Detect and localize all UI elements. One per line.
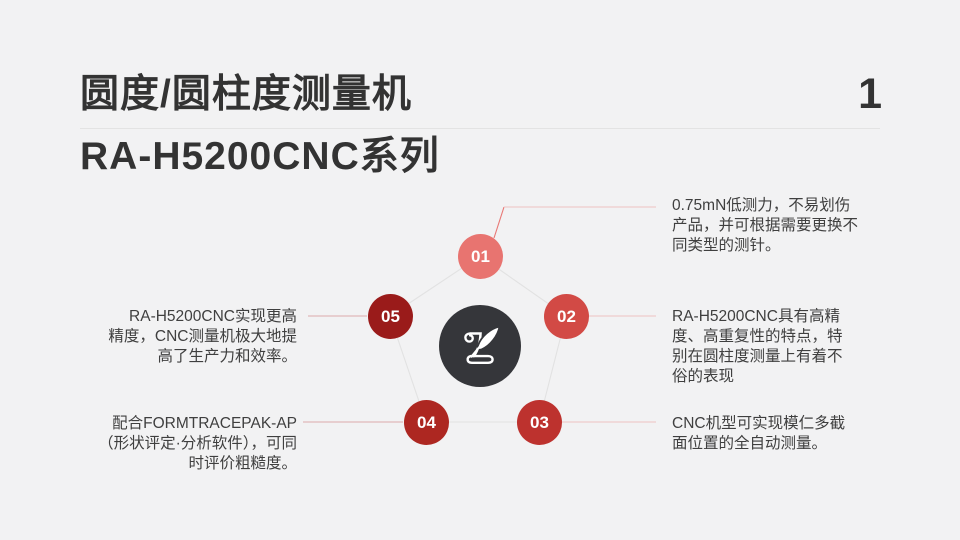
page-title: 圆度/圆柱度测量机 RA-H5200CNC系列 [80,64,440,188]
diagram-node-03: 03 [517,400,562,445]
connector-01-diagonal [493,206,505,239]
node-05-label: 05 [381,306,400,326]
callout-right-2: RA-H5200CNC具有高精 度、高重复性的特点，特 别在圆柱度测量上有着不 … [672,308,843,385]
title-divider [80,128,880,129]
diagram-node-05: 05 [368,294,413,339]
callout-left-2: 配合FORMTRACEPAK-AP （形状评定·分析软件），可同 时评价粗糙度。 [98,415,297,472]
page-title-line2: RA-H5200CNC系列 [80,135,440,178]
page-number: 1 [858,70,882,118]
callout-right-3: CNC机型可实现模仁多截 面位置的全自动测量。 [672,415,846,452]
node-03-label: 03 [530,412,549,432]
quill-pen-icon [464,325,501,364]
callout-right-1: 0.75mN低测力，不易划伤 产品，并可根据需要更换不 同类型的测针。 [672,197,859,254]
node-04-label: 04 [417,412,436,432]
diagram-center [439,305,521,387]
diagram-node-01: 01 [458,234,503,279]
node-02-label: 02 [557,306,576,326]
diagram-node-02: 02 [544,294,589,339]
node-01-label: 01 [471,246,490,266]
callout-left-1: RA-H5200CNC实现更高 精度，CNC测量机极大地提 高了生产力和效率。 [108,308,297,365]
diagram-node-04: 04 [404,400,449,445]
page-title-line1: 圆度/圆柱度测量机 [80,73,412,116]
